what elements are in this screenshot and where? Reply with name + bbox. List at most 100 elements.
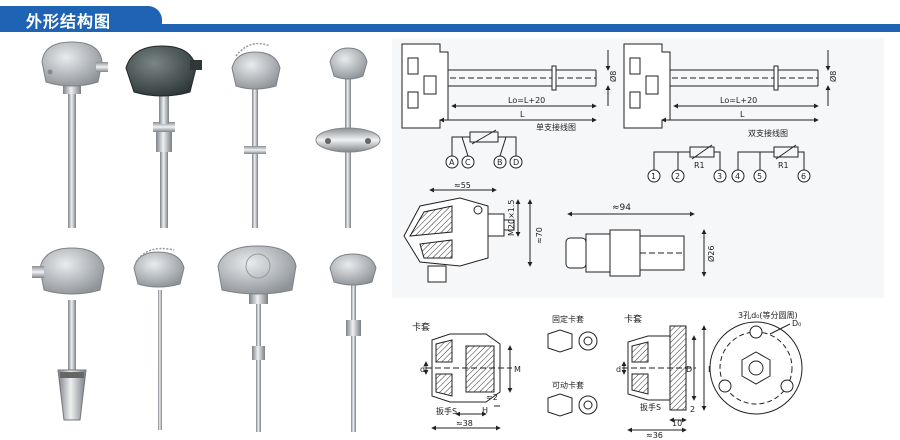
head-dim-height-label: ≈70 <box>535 227 544 244</box>
photo-4-head <box>329 47 368 80</box>
flange-label-top: 卡套 <box>624 313 642 325</box>
photo-7-probe <box>256 300 261 432</box>
double-wiring-caption: 双支接线图 <box>748 128 788 138</box>
single-terminal-a-label: A <box>449 158 455 167</box>
head-gland <box>487 213 505 237</box>
single-wire-c <box>461 136 469 157</box>
double-wire-3 <box>714 151 721 170</box>
ferrule-fixed-drawing <box>423 333 513 431</box>
section-title: 外形结构图 <box>26 12 112 31</box>
ferrule-hatch-1 <box>435 339 453 363</box>
photo-4-probe <box>345 78 351 228</box>
product-photo-4 <box>315 47 381 228</box>
single-wiring-resistor-arrow <box>471 129 497 145</box>
double-head-terminal-2 <box>629 91 641 109</box>
product-photo-2 <box>125 45 202 228</box>
head-body-hatch-2 <box>419 239 453 259</box>
flange-top-holes-label: 3孔d₀(等分圆周) <box>738 310 798 320</box>
double-head-terminal-1 <box>629 57 641 75</box>
photo-1-probe <box>68 88 76 228</box>
small-parts-drawing <box>547 329 598 417</box>
product-photo-3 <box>231 42 281 228</box>
ferrule-wrench-label: 扳手S <box>436 406 457 416</box>
photo-1-cable-gland <box>96 62 108 72</box>
photo-2-head <box>125 45 197 97</box>
single-head-terminal-2 <box>407 91 419 109</box>
single-terminal-a <box>445 155 459 169</box>
fixed-ferrule-label: 固定卡套 <box>552 314 584 324</box>
flange-wrench-label: 扳手S <box>640 402 661 412</box>
photo-7-head <box>217 245 297 295</box>
double-head-core <box>645 75 659 95</box>
movable-ferrule-side <box>547 393 573 417</box>
photo-1-screw <box>47 69 53 75</box>
double-wire-6 <box>798 151 805 170</box>
single-dim-l-label: L <box>520 110 525 119</box>
photo-8-ferrule <box>346 320 361 336</box>
photo-6-chain <box>135 247 175 263</box>
head-dim-width-label: ≈55 <box>454 181 471 190</box>
double-terminal-3-label: 3 <box>717 172 722 181</box>
connector-end <box>565 237 587 269</box>
ferrule-dim-d-label: d <box>420 365 425 374</box>
flange-cut-drawing <box>621 325 707 433</box>
flange-top-d0-label: D₀ <box>792 319 801 328</box>
flange-dim-two-label: 2 <box>690 405 695 414</box>
ferrule-dim-2-label: ≈2 <box>486 393 498 402</box>
double-dim-l-label: L <box>740 110 745 119</box>
head-gland-nut <box>503 219 515 231</box>
double-resistor-2-arrow <box>775 144 797 160</box>
single-terminal-b <box>493 155 507 169</box>
single-terminal-c-label: C <box>465 158 471 167</box>
double-wire-4 <box>737 151 774 170</box>
single-probe-ring <box>551 65 557 91</box>
photo-1-head <box>41 41 103 87</box>
ferrule-label-top: 卡套 <box>412 321 430 333</box>
single-terminal-d <box>509 155 523 169</box>
head-screw <box>473 205 483 215</box>
double-head-outline <box>623 43 671 129</box>
photo-2-thread <box>156 130 172 152</box>
flange-top-hole-1 <box>749 325 763 339</box>
single-dim-d-label: Ø8 <box>608 71 618 82</box>
single-wiring-caption: 单支接线图 <box>536 122 576 132</box>
product-photo-5 <box>32 247 105 421</box>
movable-ferrule-label: 可动卡套 <box>552 380 584 390</box>
product-photo-8 <box>329 253 377 432</box>
connector-drawing <box>565 211 707 277</box>
connector-sleeve <box>585 233 611 273</box>
single-head-outline <box>401 43 449 129</box>
flange-top-center <box>748 360 764 376</box>
double-support-drawing <box>623 43 831 183</box>
double-r1a-label: R1 <box>694 161 705 170</box>
photo-2-probe <box>160 150 168 228</box>
photo-2-hex <box>153 122 175 132</box>
photo-7-ferrule <box>252 346 265 360</box>
single-wire-d <box>498 136 517 156</box>
single-wire-a <box>451 136 470 156</box>
product-photo-7 <box>217 245 297 432</box>
fixed-ferrule-front-inner <box>583 336 593 346</box>
double-terminal-5 <box>753 169 767 183</box>
photo-6-head <box>133 251 185 288</box>
photo-3-chain <box>235 42 271 57</box>
flange-top-leader <box>769 323 791 335</box>
photo-7-lid-ring <box>245 253 271 279</box>
flange-hatch-2 <box>631 373 649 395</box>
product-photo-6 <box>133 247 185 430</box>
photo-5-cable-gland <box>32 266 44 278</box>
double-probe-ring <box>773 65 779 91</box>
flange-hatch-1 <box>631 341 649 363</box>
movable-ferrule-front-inner <box>583 400 593 410</box>
photo-2-neck <box>159 96 169 124</box>
double-terminal-1 <box>647 169 661 183</box>
photo-5-hex <box>60 372 84 378</box>
double-terminal-1-label: 1 <box>651 172 656 181</box>
ferrule-dim-h-label: H <box>482 406 488 415</box>
photo-4-flange-hole-1 <box>325 138 331 144</box>
single-support-drawing <box>401 43 611 169</box>
ferrule-thread-hatch <box>465 345 495 393</box>
photo-5-probe <box>68 300 76 390</box>
double-terminal-6 <box>797 169 811 183</box>
